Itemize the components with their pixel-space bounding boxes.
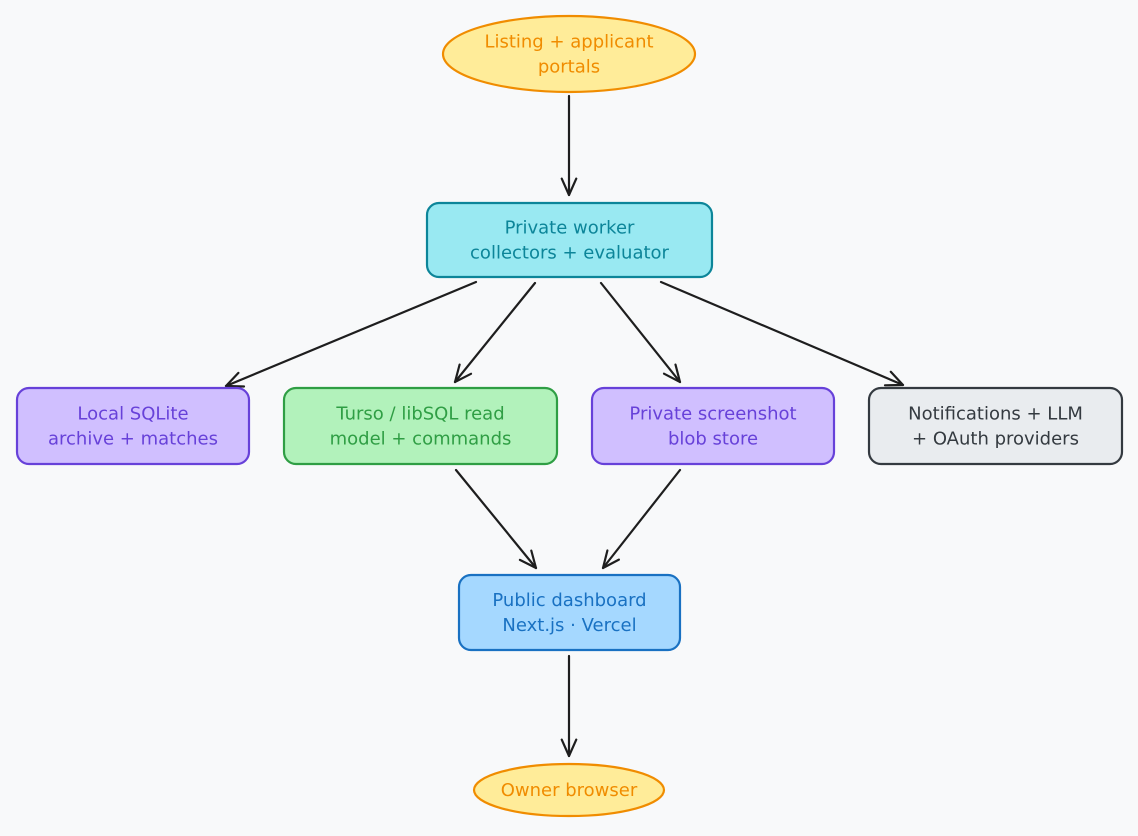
node-label: model + commands: [330, 429, 512, 450]
edge-worker-sqlite: [224, 280, 478, 388]
node-notifications: Notifications + LLM + OAuth providers: [867, 386, 1124, 466]
edges-layer: [224, 94, 905, 758]
node-shape: [867, 386, 1124, 466]
arrowhead-icon: [224, 371, 246, 388]
edge-portals-worker: [560, 94, 578, 197]
edge-dashboard-browser: [560, 654, 578, 758]
arrowhead-icon: [601, 549, 620, 570]
node-shape: [472, 762, 666, 818]
node-label: blob store: [668, 429, 758, 450]
edge-line: [659, 280, 905, 387]
arrowhead-icon: [662, 363, 682, 384]
node-label: Private screenshot: [629, 404, 796, 425]
edge-line: [453, 281, 537, 384]
edge-line: [224, 280, 478, 388]
edge-line: [599, 281, 682, 384]
node-label: Public dashboard: [492, 590, 646, 611]
node-label: Owner browser: [501, 780, 638, 801]
node-label: Next.js · Vercel: [502, 615, 636, 636]
node-shape: [425, 201, 714, 279]
node-label: Turso / libSQL read: [335, 404, 504, 425]
node-label: collectors + evaluator: [470, 243, 670, 264]
edge-turso-dashboard: [454, 468, 538, 570]
node-label: Listing + applicant: [484, 32, 653, 53]
node-label: Private worker: [505, 218, 635, 239]
node-shape: [441, 14, 697, 94]
edge-worker-turso: [453, 281, 537, 384]
node-shape: [15, 386, 251, 466]
node-portals: Listing + applicant portals: [441, 14, 697, 94]
node-worker: Private worker collectors + evaluator: [425, 201, 714, 279]
node-sqlite: Local SQLite archive + matches: [15, 386, 251, 466]
arrowhead-icon: [453, 363, 473, 384]
node-label: Notifications + LLM: [908, 404, 1083, 425]
edge-worker-notifications: [659, 280, 905, 387]
edge-worker-blob: [599, 281, 682, 384]
node-label: + OAuth providers: [912, 429, 1079, 450]
node-blob: Private screenshot blob store: [590, 386, 836, 466]
node-label: Local SQLite: [77, 404, 188, 425]
node-label: archive + matches: [48, 429, 218, 450]
node-label: portals: [538, 57, 600, 78]
node-shape: [590, 386, 836, 466]
edge-line: [601, 468, 682, 570]
node-shape: [457, 573, 682, 652]
arrowhead-icon: [883, 370, 905, 387]
node-turso: Turso / libSQL read model + commands: [282, 386, 559, 466]
arrowhead-icon: [560, 177, 578, 197]
edge-blob-dashboard: [601, 468, 682, 570]
arrowhead-icon: [560, 738, 578, 758]
edge-line: [454, 468, 538, 570]
arrowhead-icon: [518, 549, 538, 570]
node-browser: Owner browser: [472, 762, 666, 818]
node-shape: [282, 386, 559, 466]
